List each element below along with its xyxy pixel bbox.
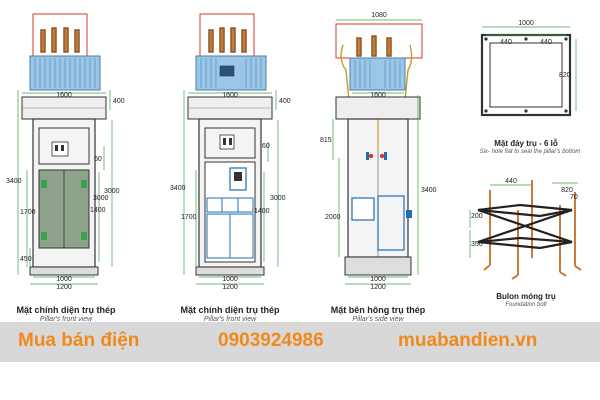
front-view-2: 1600 400 3400 60 3000 1700 1400 1000 120… (170, 13, 291, 291)
footer-brand-name: Mua bán điện (18, 330, 140, 351)
dim-440: 440 (505, 178, 517, 185)
dim-3000-b: 3000 (93, 195, 109, 202)
side-view: 1080 1600 815 3400 2000 1000 1200 (320, 12, 437, 291)
dim-820: 820 (559, 72, 571, 79)
dim-1400: 1400 (90, 207, 106, 214)
nameplate (219, 65, 235, 77)
subcaption-side-view: Pillar's side view (352, 316, 404, 323)
dim-1400: 1400 (254, 208, 270, 215)
footer-website: muabandien.vn (398, 330, 538, 351)
front-view-1: 1600 400 3400 60 3000 3000 1700 1400 450… (6, 13, 125, 291)
meter-panel (51, 141, 69, 157)
dim-1200: 1200 (56, 284, 72, 291)
base-plate-outer (480, 33, 572, 117)
platform (335, 96, 421, 120)
caption-foundation-bolt: Bulon móng trụ (496, 292, 556, 301)
dim-815: 815 (320, 137, 332, 144)
dim-1000: 1000 (222, 276, 238, 283)
brand-footer: Mua bán điện 0903924986 muabandien.vn (0, 322, 600, 362)
dim-820: 820 (561, 187, 573, 194)
dim-440-right: 440 (540, 39, 552, 46)
dim-3000: 3000 (104, 188, 120, 195)
foundation-bolt: 440 820 200 350 70 (469, 178, 582, 280)
caption-front-view-1: Mặt chính diện trụ thép (16, 305, 116, 315)
dim-60: 60 (262, 143, 270, 150)
dim-3000: 3000 (270, 195, 286, 202)
pillar-base (344, 256, 412, 276)
subcaption-foundation-bolt: Foundation bolt (505, 302, 547, 308)
pillar-base (29, 266, 99, 276)
footer-phone: 0903924986 (218, 330, 324, 351)
base-plate-inner (489, 42, 563, 108)
dim-1600: 1600 (370, 92, 386, 99)
transformer-body (349, 57, 406, 91)
dim-1600: 1600 (222, 92, 238, 99)
base-plan: 1000 440 440 820 (480, 20, 577, 117)
transformer-frame (335, 23, 423, 59)
dim-1700: 1700 (181, 214, 197, 221)
dim-2000: 2000 (325, 214, 341, 221)
dim-1080: 1080 (371, 12, 387, 19)
subcaption-front-view-1: Pillar's front view (39, 316, 93, 323)
subcaption-front-view-2: Pillar's front view (203, 316, 257, 323)
dim-1000: 1000 (370, 276, 386, 283)
dim-60: 60 (94, 156, 102, 163)
pillar-base (195, 266, 265, 276)
dim-3400: 3400 (170, 185, 186, 192)
dim-440-left: 440 (500, 39, 512, 46)
dim-450: 450 (20, 256, 32, 263)
dim-1200: 1200 (370, 284, 386, 291)
side-cable-box (351, 197, 375, 221)
dim-70: 70 (570, 194, 578, 201)
dim-1200: 1200 (222, 284, 238, 291)
caption-front-view-2: Mặt chính diện trụ thép (180, 305, 280, 315)
dim-3400: 3400 (6, 178, 22, 185)
bolt-frame (477, 203, 573, 250)
dim-1700: 1700 (20, 209, 36, 216)
dim-200: 200 (471, 213, 483, 220)
dim-1600: 1600 (56, 92, 72, 99)
dim-1000: 1000 (518, 20, 534, 27)
dim-350: 350 (471, 241, 483, 248)
bushings (40, 27, 80, 53)
dim-3400: 3400 (421, 187, 437, 194)
subcaption-base-plan: Six- hole flat to seal the pillar's bott… (479, 149, 581, 155)
dim-400: 400 (113, 98, 125, 105)
caption-base-plan: Mặt đáy trụ - 6 lỗ (494, 139, 558, 148)
dim-1000: 1000 (56, 276, 72, 283)
dim-400: 400 (279, 98, 291, 105)
bolt-holes (484, 37, 568, 113)
caption-side-view: Mặt bên hông trụ thép (330, 305, 426, 315)
